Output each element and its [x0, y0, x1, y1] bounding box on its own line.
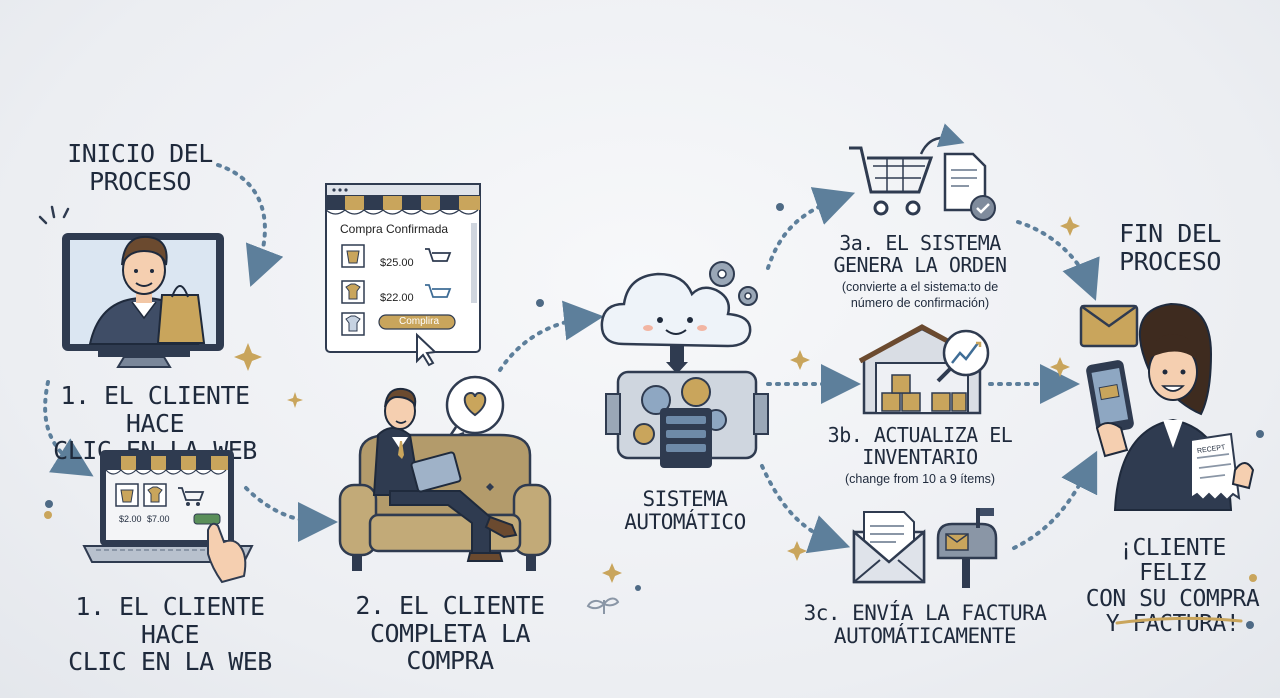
dot [44, 511, 52, 519]
popup-title: Compra Confirmada [340, 222, 449, 236]
sparkle [787, 541, 807, 561]
step2-line2: COMPLETA LA COMPRA [369, 618, 531, 675]
happy-customer-label: ¡CLIENTE FELIZ CON SU COMPRA Y FACTURA! [1080, 535, 1265, 637]
start-title: INICIO DEL PROCESO [60, 140, 220, 195]
step3b-label: 3b. ACTUALIZA EL INVENTARIO (change from… [810, 424, 1030, 488]
start-title-line1: INICIO DEL [67, 139, 213, 168]
step3c-line1: 3c. ENVÍA LA FACTURA [803, 601, 1047, 625]
happy-line1: ¡CLIENTE FELIZ [1119, 535, 1226, 587]
automatic-system-illustration [600, 261, 769, 468]
system-line2: AUTOMÁTICO [624, 510, 746, 535]
step3a-note1: (convierte a el sistema:to de [841, 280, 999, 294]
end-title-line1: FIN DEL [1119, 219, 1221, 248]
arrow-3a-to-end [1016, 220, 1100, 301]
underline-swash [1115, 616, 1243, 625]
dot [1246, 621, 1254, 629]
system-line1: SISTEMA [642, 487, 728, 511]
monitor-customer-illustration [38, 205, 224, 368]
arrow-laptop-to-sofa [244, 486, 338, 542]
step3a-note2: número de confirmación) [850, 295, 990, 310]
popup-price-1: $25.00 [380, 257, 414, 269]
happy-customer-illustration: RECEPT [1079, 302, 1255, 511]
laptop-shop-illustration: $2.00 $7.00 [82, 450, 254, 584]
laptop-price-2: $7.00 [147, 514, 170, 524]
dot [45, 500, 53, 508]
step2-line1: 2. EL CLIENTE [355, 591, 545, 620]
arrow-system-to-3c [760, 464, 851, 554]
dot [1256, 430, 1264, 438]
step3b-line1: 3b. ACTUALIZA EL [827, 423, 1013, 447]
step3a-line2: GENERA LA ORDEN [833, 253, 1007, 277]
happy-line2: CON SU COMPRA [1085, 585, 1260, 612]
dot [635, 585, 641, 591]
step1-bottom-line1: 1. EL CLIENTE HACE [75, 592, 265, 649]
arrow-3c-to-end [1012, 450, 1098, 550]
step3a-line1: 3a. EL SISTEMA [839, 231, 1001, 255]
sparkle [1060, 216, 1080, 236]
end-title-line2: PROCESO [1119, 246, 1221, 276]
system-label: SISTEMA AUTOMÁTICO [600, 487, 770, 535]
step1-bottom-label: 1. EL CLIENTE HACE CLIC EN LA WEB [55, 593, 285, 676]
step3c-label: 3c. ENVÍA LA FACTURA AUTOMÁTICAMENTE [795, 601, 1055, 649]
purchase-confirmed-window [325, 183, 481, 367]
sparkle [1050, 357, 1070, 377]
start-title-line2: PROCESO [89, 166, 191, 196]
step3c-line2: AUTOMÁTICAMENTE [833, 624, 1017, 649]
happy-line3: Y FACTURA! [1105, 610, 1240, 637]
sparkle [790, 350, 810, 370]
cart-to-order-illustration [849, 123, 996, 221]
end-title: FIN DEL PROCESO [1090, 220, 1250, 275]
dot [536, 299, 544, 307]
popup-price-2: $22.00 [380, 292, 414, 304]
arrow-system-to-3a [766, 187, 856, 270]
step3a-label: 3a. EL SISTEMA GENERA LA ORDEN (conviert… [805, 232, 1035, 311]
invoice-mail-illustration [852, 508, 998, 588]
receipt-label: RECEPT [1197, 444, 1227, 455]
customer-on-sofa-illustration [338, 375, 552, 571]
step2-label: 2. EL CLIENTE COMPLETA LA COMPRA [325, 592, 575, 675]
warehouse-inventory-illustration [858, 324, 990, 415]
arrow-start-to-step1 [216, 163, 284, 287]
sparkle [287, 392, 303, 408]
dot [1249, 574, 1257, 582]
step3b-note: (change from 10 a 9 ítems) [844, 472, 996, 486]
laptop-price-1: $2.00 [119, 514, 142, 524]
arrow-sofa-to-system [498, 300, 604, 372]
step1-bottom-line2: CLIC EN LA WEB [68, 647, 272, 676]
sparkle [602, 563, 622, 583]
step3b-line2: INVENTARIO [862, 445, 978, 469]
popup-buy-button[interactable]: Complira [399, 316, 440, 327]
step1-top-line1: 1. EL CLIENTE HACE [60, 381, 250, 438]
arrow-step1-to-laptop [43, 380, 94, 477]
plant-sprout [586, 597, 620, 614]
sparkle [234, 343, 262, 371]
dot [776, 203, 784, 211]
